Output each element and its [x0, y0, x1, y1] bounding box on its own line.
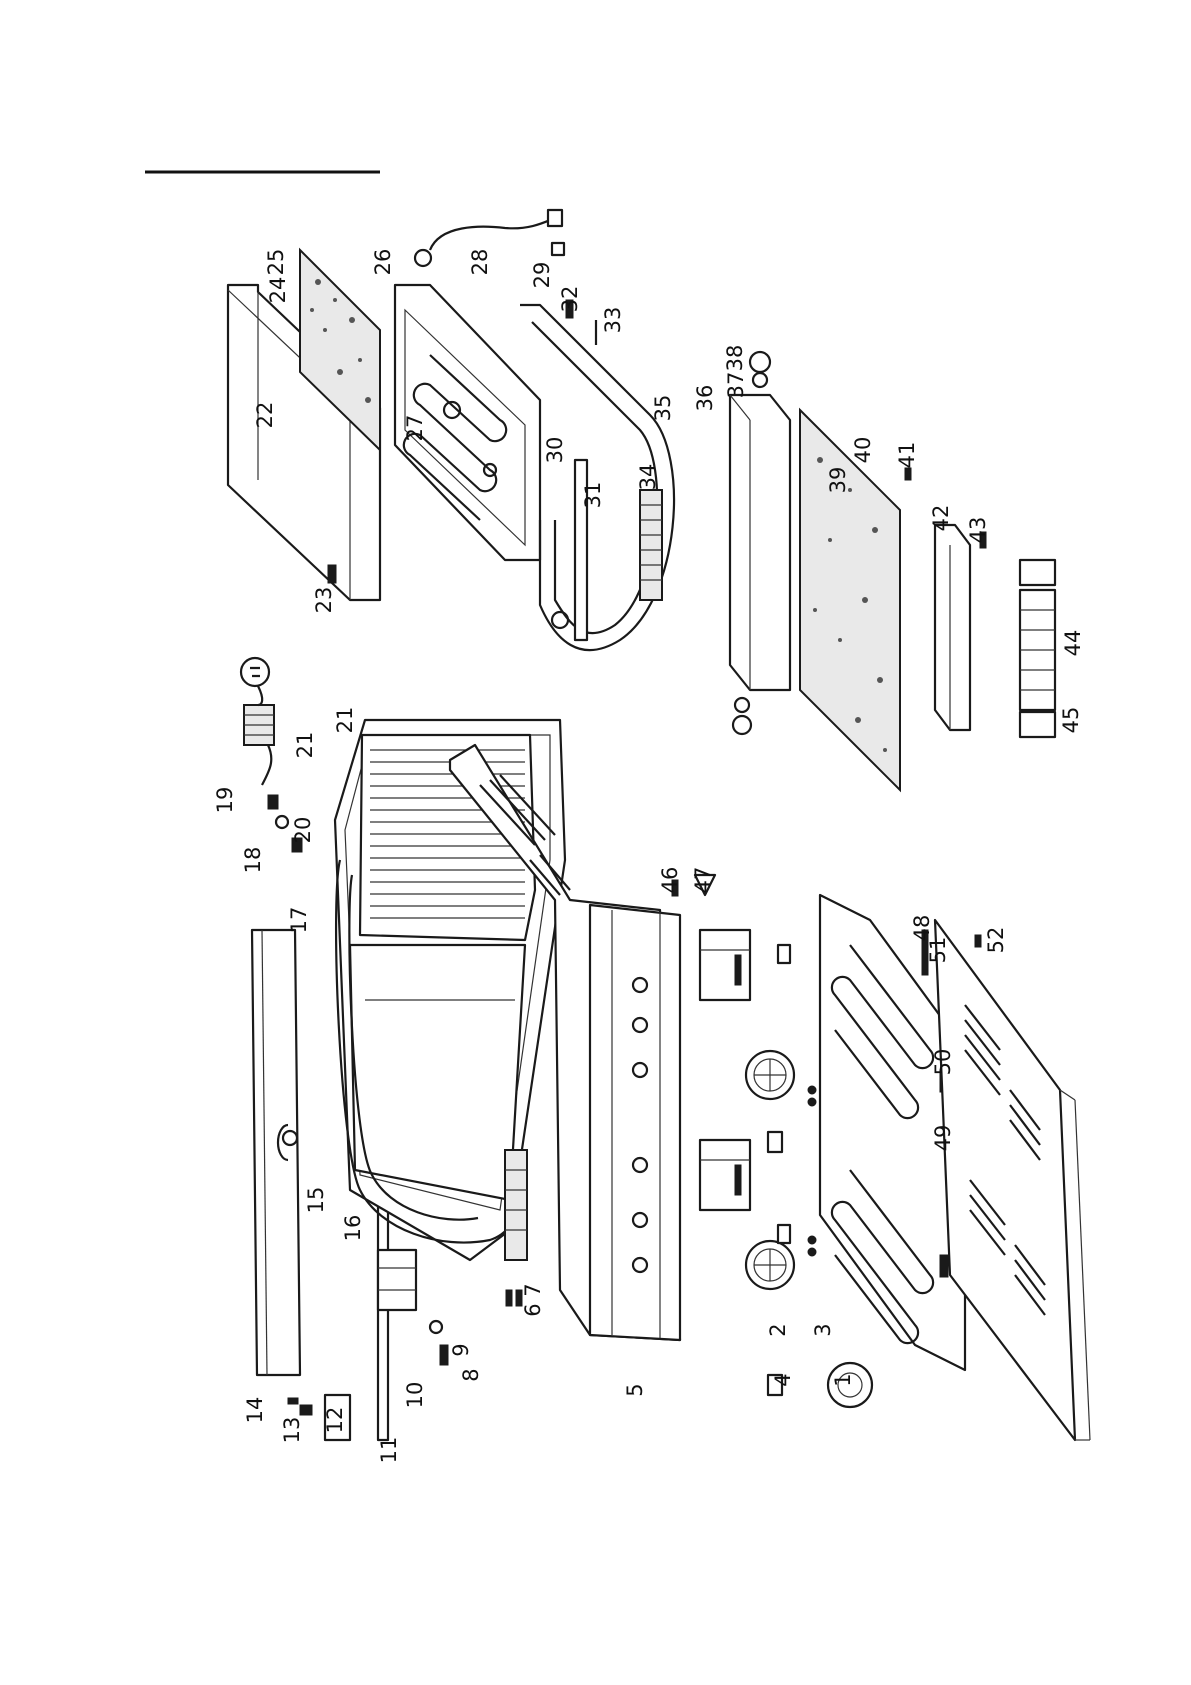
part-label-21: 21 [293, 732, 317, 759]
part-label-27: 27 [403, 415, 427, 442]
part-label-52: 52 [984, 927, 1008, 954]
part-label-11: 11 [377, 1437, 401, 1464]
part-label-40: 40 [851, 437, 875, 464]
part-label-44: 44 [1061, 630, 1085, 657]
part-label-25: 25 [264, 249, 288, 276]
part-label-2: 2 [766, 1323, 790, 1336]
part-label-9: 9 [449, 1343, 473, 1356]
part-label-21: 21 [333, 707, 357, 734]
part-label-31: 31 [581, 482, 605, 509]
part-label-33: 33 [601, 307, 625, 334]
part-label-50: 50 [931, 1049, 955, 1076]
part-label-35: 35 [651, 395, 675, 422]
bottom-assembly [700, 895, 1090, 1440]
part-label-51: 51 [926, 937, 950, 964]
part-label-7: 7 [521, 1283, 545, 1296]
part-label-4: 4 [771, 1373, 795, 1386]
part-label-15: 15 [304, 1187, 328, 1214]
part-label-26: 26 [371, 249, 395, 276]
part-label-38: 38 [723, 345, 747, 372]
part-label-17: 17 [287, 907, 311, 934]
part-label-6: 6 [521, 1303, 545, 1316]
part-label-19: 19 [213, 787, 237, 814]
part-label-29: 29 [530, 262, 554, 289]
part-label-43: 43 [966, 517, 990, 544]
part-label-32: 32 [558, 286, 582, 313]
part-label-34: 34 [636, 464, 660, 491]
part-label-22: 22 [253, 402, 277, 429]
part-label-16: 16 [341, 1215, 365, 1242]
part-label-14: 14 [243, 1397, 267, 1424]
part-label-3: 3 [811, 1323, 835, 1336]
part-label-47: 47 [691, 867, 715, 894]
top-cover-assembly [228, 210, 1055, 790]
part-label-28: 28 [468, 249, 492, 276]
part-label-45: 45 [1059, 707, 1083, 734]
part-label-1: 1 [831, 1373, 855, 1386]
part-label-24: 24 [266, 277, 290, 304]
part-label-8: 8 [459, 1368, 483, 1381]
part-label-39: 39 [826, 467, 850, 494]
part-label-20: 20 [291, 817, 315, 844]
main-body-assembly [241, 658, 715, 1440]
part-label-46: 46 [658, 867, 682, 894]
part-label-37: 37 [724, 372, 748, 399]
part-label-5: 5 [623, 1383, 647, 1396]
part-label-23: 23 [312, 587, 336, 614]
part-label-12: 12 [323, 1407, 347, 1434]
part-label-10: 10 [403, 1382, 427, 1409]
part-label-41: 41 [895, 442, 919, 469]
part-label-13: 13 [280, 1417, 304, 1444]
part-label-30: 30 [543, 437, 567, 464]
part-label-36: 36 [693, 385, 717, 412]
part-label-42: 42 [929, 505, 953, 532]
part-label-49: 49 [931, 1125, 955, 1152]
part-label-18: 18 [241, 847, 265, 874]
